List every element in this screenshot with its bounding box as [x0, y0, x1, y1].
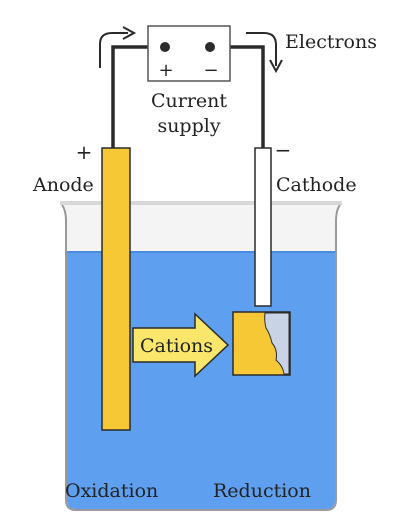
electron-arrowhead-right-icon	[269, 59, 283, 74]
cathode-sign: −	[275, 138, 292, 162]
beaker-rim-top	[60, 201, 342, 205]
positive-terminal	[160, 42, 170, 52]
anode-wire	[111, 45, 163, 148]
electron-flow-arrow-right	[246, 32, 277, 66]
current-supply-label-line2: supply	[157, 115, 220, 137]
current-supply-label-line1: Current	[151, 90, 227, 112]
cations-label: Cations	[140, 335, 213, 357]
anode-electrode	[101, 147, 131, 431]
cathode-rod	[254, 147, 272, 307]
electron-flow-arrow-left	[99, 32, 128, 68]
anode-label: Anode	[32, 174, 94, 196]
negative-terminal	[205, 42, 215, 52]
electron-arrowhead-left-icon	[122, 26, 137, 40]
reduction-label: Reduction	[213, 480, 311, 502]
cations-arrow	[132, 312, 230, 378]
current-supply-box	[147, 25, 231, 82]
cathode-label: Cathode	[276, 174, 357, 196]
electrons-label: Electrons	[285, 31, 377, 53]
oxidation-label: Oxidation	[65, 480, 158, 502]
supply-plus-sign: +	[158, 60, 173, 81]
anode-sign: +	[76, 140, 93, 164]
supply-minus-sign: −	[203, 60, 218, 81]
cathode-deposit	[264, 312, 290, 375]
